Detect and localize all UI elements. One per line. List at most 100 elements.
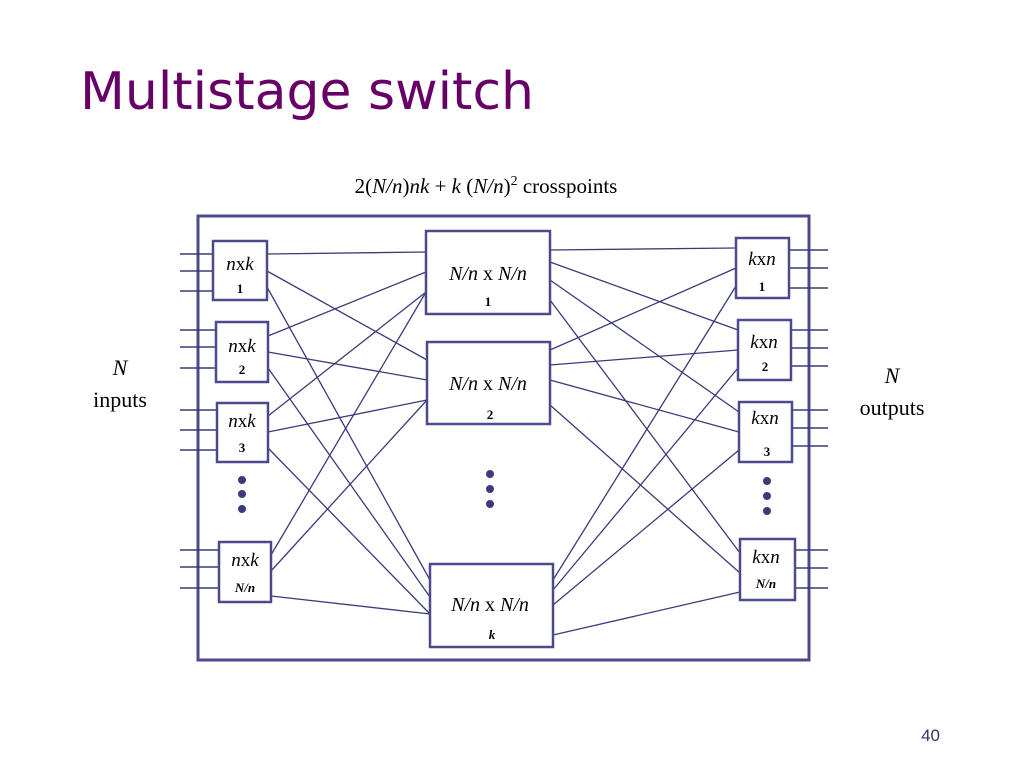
stage3-switch-index: N/n: [755, 576, 776, 591]
stage2-switch-1: N/n x N/n 1: [424, 229, 552, 316]
stage2-to-stage3-wire: [552, 449, 740, 606]
stage1-switch-name: nxk: [228, 411, 256, 432]
name-part: k: [751, 408, 760, 429]
name-part: x: [759, 332, 769, 353]
name-part: N/n: [448, 263, 478, 285]
outputs-label-var: N: [884, 363, 900, 388]
stage2-switch-index: 1: [485, 294, 492, 309]
name-part: x: [478, 263, 498, 285]
formula-part: +: [429, 174, 452, 198]
stage3-switch-1: kxn 1: [734, 236, 791, 300]
name-part: x: [480, 594, 500, 616]
formula-exponent: 2: [510, 174, 518, 189]
inputs-label-var: N: [112, 355, 128, 380]
formula-part: nk: [409, 174, 430, 198]
stage1-to-stage2-wire: [267, 291, 427, 417]
stage1-to-stage2-wire: [267, 447, 431, 615]
stage2-switch-index: 2: [487, 407, 494, 422]
stage3-switch-box: [737, 400, 794, 464]
stage2-to-stage3-wire: [549, 404, 741, 574]
stage1-switch-index: 1: [237, 281, 244, 296]
name-part: k: [748, 249, 757, 270]
stage2-switch-index: k: [489, 627, 496, 642]
name-part: k: [752, 547, 761, 568]
stage1-to-stage2-wire: [266, 251, 427, 255]
stage2-switch-box: [424, 229, 552, 316]
name-part: x: [761, 547, 771, 568]
stage2-to-stage3-wire: [552, 285, 737, 581]
name-part: k: [247, 336, 256, 357]
stage2-switch-name: N/n x N/n: [450, 594, 529, 616]
stage3-switch-index: 3: [764, 444, 771, 459]
stage3-switch-index: 1: [759, 279, 766, 294]
stage2-to-stage3-wire: [549, 349, 739, 366]
stage1-to-stage2-wire: [270, 399, 428, 572]
formula-part: k: [451, 174, 461, 198]
stage1-to-stage2-wire: [266, 286, 431, 581]
stage2-to-stage3-wire: [549, 299, 741, 554]
stage1-switch-box: [217, 540, 273, 604]
stage3-switch-box: [738, 537, 797, 602]
stage1-switch-box: [214, 320, 270, 384]
name-part: n: [768, 332, 778, 353]
inputs-label-word: inputs: [93, 387, 147, 412]
name-part: n: [228, 411, 238, 432]
stage2-switch-2: N/n x N/n 2: [425, 340, 552, 426]
stage2-to-stage3-wire: [549, 261, 739, 331]
stage1-switch-box: [215, 401, 270, 464]
crosspoints-formula: 2(N/n)nk + k (N/n)2 crosspoints: [0, 174, 972, 199]
formula-part: (: [461, 174, 474, 198]
stage1-to-stage2-wire: [267, 351, 428, 381]
stage1-switch-index: N/n: [234, 580, 255, 595]
formula-part: N/n: [473, 174, 504, 198]
formula-part: ): [503, 174, 511, 198]
stage3-switch-name: kxn: [752, 547, 779, 568]
name-part: N/n: [497, 373, 527, 395]
ellipsis-dot: [486, 470, 494, 478]
name-part: k: [750, 332, 759, 353]
stage3-switch-2: kxn 2: [736, 318, 793, 382]
stage3-switch-name: kxn: [751, 408, 778, 429]
name-part: x: [760, 408, 770, 429]
stage3-switch-box: [736, 318, 793, 382]
name-part: k: [245, 254, 254, 275]
stage1-to-stage2-wire: [270, 291, 427, 556]
name-part: n: [231, 550, 241, 571]
stage2-switch-box: [428, 562, 555, 649]
stage1-switch-name: nxk: [231, 550, 259, 571]
stage2-to-stage3-wire: [552, 591, 741, 636]
formula-part: N/n: [372, 174, 403, 198]
stage2-switch-name: N/n x N/n: [448, 263, 527, 285]
stage1-switch-name: nxk: [226, 254, 254, 275]
name-part: N/n: [497, 263, 527, 285]
interconnect-wires: [266, 247, 741, 636]
stage3-switch-name: kxn: [748, 249, 775, 270]
stage2-to-stage3-wire: [549, 267, 737, 351]
name-part: x: [236, 254, 246, 275]
stage2-to-stage3-wire: [549, 379, 740, 433]
stage1-switch-1: nxk 1: [211, 239, 269, 302]
stage1-switch-box: [211, 239, 269, 302]
stage3-switch-last: kxn N/n: [738, 537, 797, 602]
ellipsis-dot: [238, 505, 246, 513]
stage2-switch-last: N/n x N/n k: [428, 562, 555, 649]
ellipsis-dot: [763, 507, 771, 515]
switch-frame: [196, 214, 811, 662]
name-part: x: [478, 373, 498, 395]
name-part: x: [238, 411, 248, 432]
name-part: x: [238, 336, 248, 357]
ellipsis-dot: [238, 490, 246, 498]
stage3-switch-index: 2: [762, 359, 769, 374]
name-part: n: [770, 547, 780, 568]
stage1-switch-index: 3: [239, 440, 246, 455]
formula-part: ): [402, 174, 410, 198]
stage1-to-stage2-wire: [267, 367, 431, 598]
stage3-switch-box: [734, 236, 791, 300]
stage1-switch-2: nxk 2: [214, 320, 270, 384]
ellipsis-dot: [486, 485, 494, 493]
name-part: N/n: [450, 594, 480, 616]
stage1-switch-last: nxk N/n: [217, 540, 273, 604]
formula-part: crosspoints: [517, 174, 618, 198]
stage3-switch-3: kxn 3: [737, 400, 794, 464]
stage2-to-stage3-wire: [552, 367, 739, 591]
